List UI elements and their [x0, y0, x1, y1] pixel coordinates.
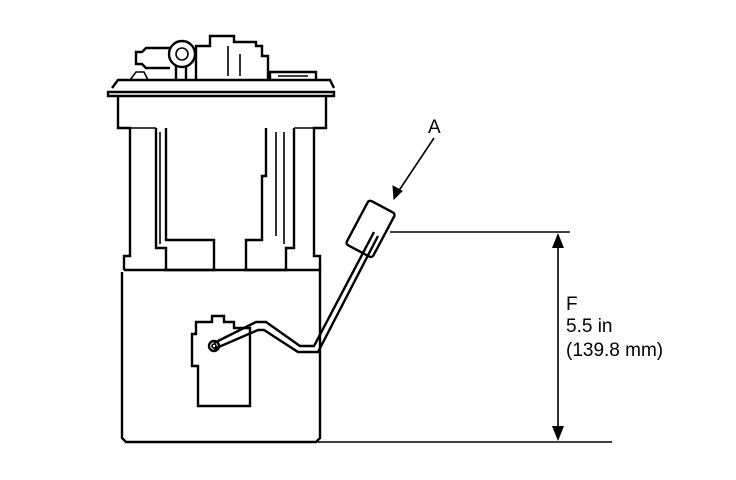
- float: [345, 199, 396, 259]
- callout-a-label: A: [428, 117, 441, 138]
- pump-top-cap: [106, 34, 336, 98]
- pump-support-frame: [116, 96, 328, 272]
- dimension-f-letter: F: [566, 294, 578, 315]
- dimension-f: F 5.5 in (139.8 mm): [316, 231, 663, 443]
- callout-a: A: [392, 117, 441, 201]
- dimension-f-metric: (139.8 mm): [566, 340, 663, 361]
- dimension-f-imperial: 5.5 in: [566, 316, 612, 337]
- float-arm: [213, 231, 380, 354]
- pump-reservoir: [120, 268, 322, 444]
